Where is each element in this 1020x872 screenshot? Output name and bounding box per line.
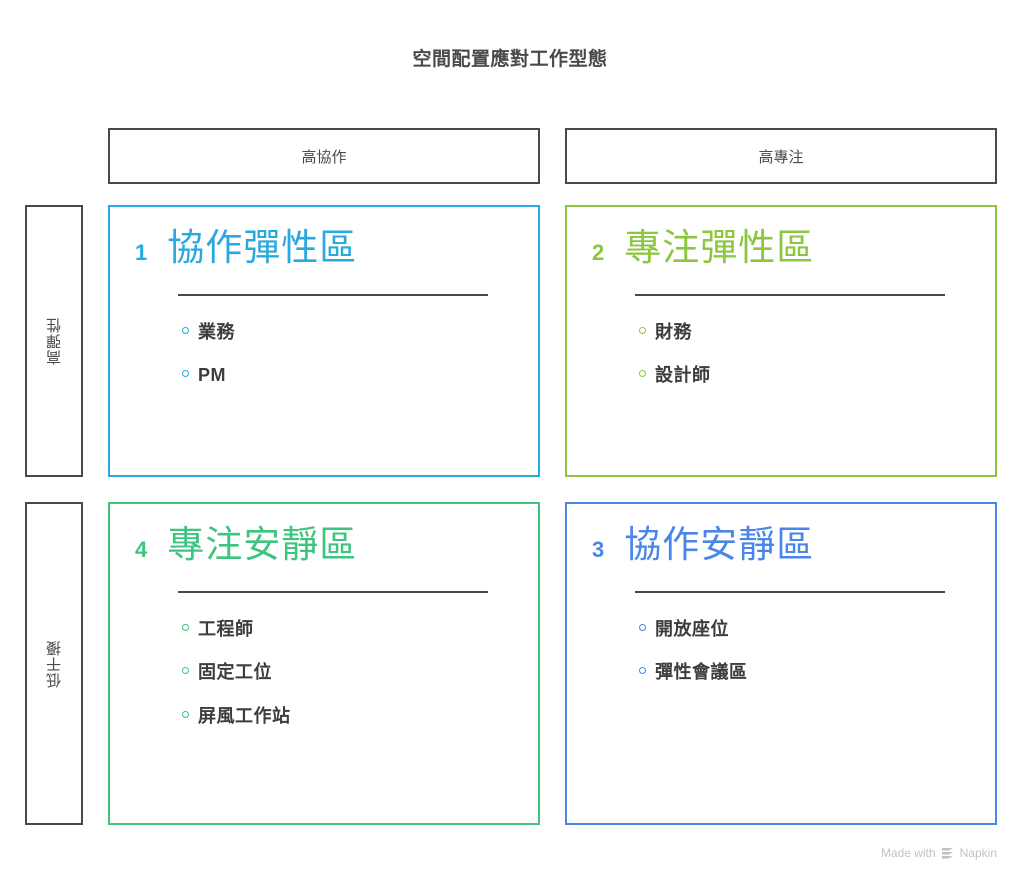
list-item-label: 財務 [655, 321, 692, 342]
bullet-circle-icon [639, 667, 646, 675]
bullet-circle-icon [639, 370, 646, 378]
quadrant-header: 3 協作安靜區 [587, 524, 967, 565]
quadrant-card-4[interactable]: 4 專注安靜區 工程師固定工位屏風工作站 [108, 502, 540, 825]
list-item-label: 屏風工作站 [198, 706, 291, 727]
quadrant-item-list: 工程師固定工位屏風工作站 [130, 593, 510, 728]
list-item: 設計師 [639, 365, 967, 387]
quadrant-card-2[interactable]: 2 專注彈性區 財務設計師 [565, 205, 997, 477]
quadrant-title: 專注彈性區 [624, 227, 815, 268]
bullet-circle-icon [639, 623, 646, 631]
column-headers: 高協作 高專注 [108, 128, 997, 184]
list-item-label: 固定工位 [198, 662, 272, 683]
quadrant-grid: 1 協作彈性區 業務 PM 2 專注彈性區 財務設計師 4 專注安靜區 工程師固定… [108, 205, 997, 825]
list-item-label: 業務 [198, 321, 235, 342]
list-item: 屏風工作站 [182, 706, 510, 728]
list-item: PM [182, 365, 510, 387]
quadrant-divider [178, 590, 488, 593]
list-item-label: 工程師 [198, 618, 254, 639]
quadrant-item-list: 開放座位彈性會議區 [587, 593, 967, 684]
napkin-watermark: Made with Napkin [881, 846, 997, 860]
napkin-brand-label: Napkin [959, 846, 997, 860]
quadrant-divider [178, 293, 488, 296]
quadrant-header: 2 專注彈性區 [587, 227, 967, 268]
quadrant-number: 2 [592, 240, 605, 265]
list-item: 工程師 [182, 619, 510, 641]
quadrant-item-list: 財務設計師 [587, 296, 967, 387]
quadrant-card-1[interactable]: 1 協作彈性區 業務 PM [108, 205, 540, 477]
quadrant-title: 協作彈性區 [167, 227, 358, 268]
quadrant-card-3[interactable]: 3 協作安靜區 開放座位彈性會議區 [565, 502, 997, 825]
list-item: 業務 [182, 322, 510, 344]
row-header-label: 低干擾 [45, 639, 63, 688]
quadrant-number: 1 [135, 240, 148, 265]
bullet-circle-icon [182, 711, 189, 719]
list-item-label: 設計師 [655, 365, 711, 386]
list-item-label: 開放座位 [655, 618, 729, 639]
column-header-high-collaboration: 高協作 [108, 128, 540, 184]
row-header-low-interruption: 低干擾 [25, 502, 83, 825]
row-headers: 高彈性 低干擾 [25, 205, 83, 825]
row-header-label: 高彈性 [45, 317, 63, 365]
bullet-circle-icon [182, 370, 189, 378]
quadrant-item-list: 業務 PM [130, 296, 510, 387]
quadrant-header: 1 協作彈性區 [130, 227, 510, 268]
row-header-high-flexibility: 高彈性 [25, 205, 83, 477]
bullet-circle-icon [182, 326, 189, 334]
list-item: 彈性會議區 [639, 662, 967, 684]
quadrant-header: 4 專注安靜區 [130, 524, 510, 565]
quadrant-divider [635, 293, 945, 296]
bullet-circle-icon [182, 623, 189, 631]
made-with-label: Made with [880, 846, 936, 860]
napkin-logo-icon [941, 847, 955, 860]
list-item: 開放座位 [639, 619, 967, 641]
quadrant-divider [635, 590, 945, 593]
list-item-label: PM [198, 365, 226, 386]
list-item-label: 彈性會議區 [655, 662, 748, 683]
quadrant-title: 協作安靜區 [624, 524, 815, 565]
page-title: 空間配置應對工作型態 [412, 49, 608, 70]
column-header-high-focus: 高專注 [565, 128, 997, 184]
column-header-label: 高專注 [758, 148, 804, 166]
quadrant-number: 4 [135, 537, 148, 562]
quadrant-title: 專注安靜區 [167, 524, 358, 565]
bullet-circle-icon [182, 667, 189, 675]
list-item: 固定工位 [182, 662, 510, 684]
quadrant-number: 3 [592, 537, 605, 562]
column-header-label: 高協作 [301, 148, 347, 166]
bullet-circle-icon [639, 326, 646, 334]
list-item: 財務 [639, 322, 967, 344]
